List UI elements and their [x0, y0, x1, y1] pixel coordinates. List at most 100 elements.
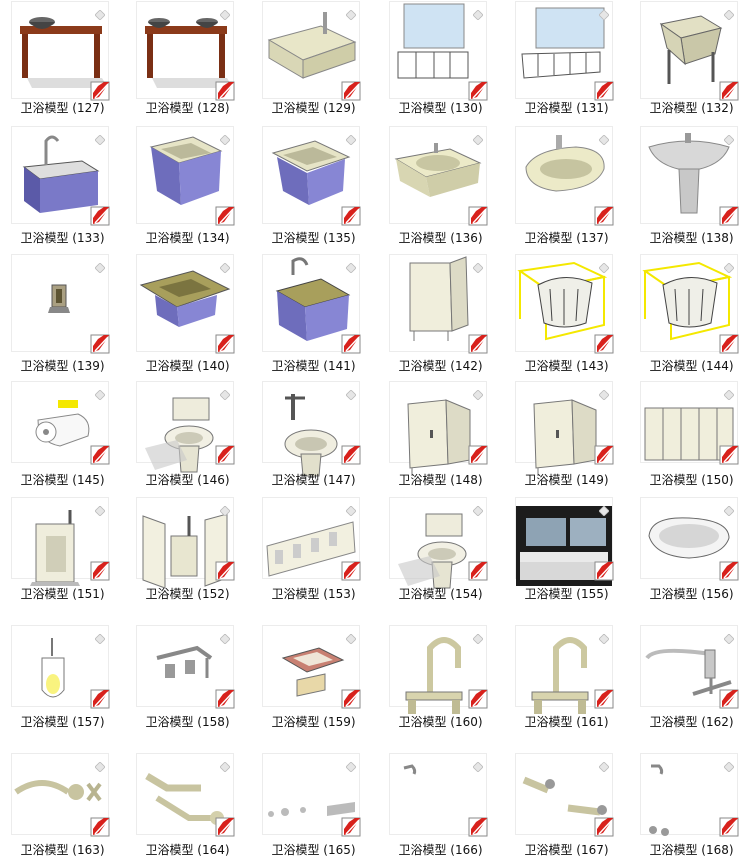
sketchup-corner-icon	[345, 501, 357, 517]
file-thumbnail[interactable]	[263, 255, 361, 354]
file-thumbnail[interactable]	[641, 382, 739, 465]
sketchup-file-icon	[215, 560, 237, 582]
file-item[interactable]: 卫浴模型 (167)	[504, 0, 629, 857]
file-item[interactable]: 卫浴模型 (135)	[251, 0, 376, 245]
file-thumbnail[interactable]	[390, 127, 488, 226]
sketchup-corner-icon	[219, 757, 231, 773]
file-thumbnail[interactable]	[641, 127, 739, 226]
file-item[interactable]: 卫浴模型 (165)	[251, 0, 376, 857]
file-item[interactable]: 卫浴模型 (151)	[0, 0, 125, 601]
file-item[interactable]: 卫浴模型 (142)	[378, 0, 503, 373]
file-item[interactable]: 卫浴模型 (158)	[125, 0, 250, 729]
file-item[interactable]: 卫浴模型 (145)	[0, 0, 125, 487]
file-thumbnail[interactable]	[516, 498, 614, 586]
file-item[interactable]: 卫浴模型 (131)	[504, 0, 629, 125]
file-item[interactable]: 卫浴模型 (156)	[629, 0, 750, 601]
file-item[interactable]: 卫浴模型 (168)	[629, 0, 750, 857]
file-item[interactable]: 卫浴模型 (134)	[125, 0, 250, 245]
sketchup-file-icon	[594, 333, 616, 355]
file-thumbnail[interactable]	[390, 498, 488, 589]
file-item[interactable]: 卫浴模型 (161)	[504, 0, 629, 729]
file-item[interactable]: 卫浴模型 (162)	[629, 0, 750, 729]
file-thumbnail[interactable]	[137, 754, 235, 837]
file-item[interactable]: 卫浴模型 (150)	[629, 0, 750, 487]
sketchup-file-icon	[341, 816, 363, 838]
file-item[interactable]: 卫浴模型 (146)	[125, 0, 250, 487]
file-thumbnail[interactable]	[390, 626, 488, 714]
file-item[interactable]: 卫浴模型 (128)	[125, 0, 250, 125]
file-item[interactable]: 卫浴模型 (164)	[125, 0, 250, 857]
file-thumbnail[interactable]	[263, 2, 361, 101]
sketchup-file-icon	[90, 205, 112, 227]
file-thumbnail[interactable]	[12, 754, 110, 837]
file-item[interactable]: 卫浴模型 (157)	[0, 0, 125, 729]
file-item[interactable]: 卫浴模型 (148)	[378, 0, 503, 487]
file-item[interactable]: 卫浴模型 (127)	[0, 0, 125, 125]
file-thumbnail[interactable]	[516, 382, 614, 476]
file-thumbnail[interactable]	[263, 127, 361, 226]
sketchup-corner-icon	[472, 130, 484, 146]
file-thumbnail[interactable]	[516, 754, 614, 837]
file-item[interactable]: 卫浴模型 (137)	[504, 0, 629, 245]
file-thumbnail[interactable]	[12, 2, 110, 101]
file-item[interactable]: 卫浴模型 (138)	[629, 0, 750, 245]
file-thumbnail[interactable]	[641, 498, 739, 581]
file-thumbnail[interactable]	[12, 127, 110, 226]
file-item[interactable]: 卫浴模型 (153)	[251, 0, 376, 601]
file-name-label: 卫浴模型 (156)	[649, 587, 734, 601]
file-thumbnail[interactable]	[263, 754, 361, 837]
file-item[interactable]: 卫浴模型 (132)	[629, 0, 750, 125]
file-item[interactable]: 卫浴模型 (155)	[504, 0, 629, 601]
lavatory-sink-icon	[394, 143, 482, 197]
file-item[interactable]: 卫浴模型 (136)	[378, 0, 503, 245]
file-name-label: 卫浴模型 (147)	[271, 473, 356, 487]
file-thumbnail[interactable]	[12, 498, 110, 586]
file-thumbnail[interactable]	[137, 498, 235, 589]
file-thumbnail[interactable]	[641, 626, 739, 709]
file-item[interactable]: 卫浴模型 (143)	[504, 0, 629, 373]
file-thumbnail[interactable]	[137, 127, 235, 226]
file-item[interactable]: 卫浴模型 (140)	[125, 0, 250, 373]
file-item[interactable]: 卫浴模型 (163)	[0, 0, 125, 857]
file-thumbnail[interactable]	[390, 754, 488, 837]
utility-tub-icon	[659, 15, 723, 84]
vanity-console-sink-icon	[20, 17, 108, 88]
sketchup-corner-icon	[345, 629, 357, 645]
file-thumbnail[interactable]	[641, 255, 739, 354]
file-item[interactable]: 卫浴模型 (149)	[504, 0, 629, 487]
file-item[interactable]: 卫浴模型 (154)	[378, 0, 503, 601]
file-thumbnail[interactable]	[641, 754, 739, 837]
file-thumbnail[interactable]	[263, 626, 361, 709]
pedestal-sink-icon	[648, 133, 730, 214]
file-thumbnail[interactable]	[12, 626, 110, 709]
file-thumbnail[interactable]	[516, 127, 614, 226]
file-item[interactable]: 卫浴模型 (160)	[378, 0, 503, 729]
file-thumbnail[interactable]	[390, 2, 488, 101]
file-thumbnail[interactable]	[137, 382, 235, 473]
file-thumbnail[interactable]	[263, 382, 361, 477]
file-item[interactable]: 卫浴模型 (130)	[378, 0, 503, 125]
file-item[interactable]: 卫浴模型 (133)	[0, 0, 125, 245]
file-thumbnail[interactable]	[516, 626, 614, 714]
file-thumbnail[interactable]	[516, 2, 614, 101]
file-thumbnail[interactable]	[137, 2, 235, 101]
sketchup-corner-icon	[723, 757, 735, 773]
file-thumbnail[interactable]	[390, 255, 488, 354]
file-item[interactable]: 卫浴模型 (129)	[251, 0, 376, 125]
file-thumbnail[interactable]	[263, 498, 361, 581]
file-item[interactable]: 卫浴模型 (144)	[629, 0, 750, 373]
file-thumbnail[interactable]	[12, 255, 110, 354]
file-item[interactable]: 卫浴模型 (141)	[251, 0, 376, 373]
file-thumbnail[interactable]	[390, 382, 488, 476]
file-item[interactable]: 卫浴模型 (139)	[0, 0, 125, 373]
file-thumbnail[interactable]	[137, 255, 235, 354]
file-thumbnail[interactable]	[641, 2, 739, 101]
file-thumbnail[interactable]	[516, 255, 614, 354]
file-thumbnail[interactable]	[12, 382, 110, 465]
sketchup-file-icon	[594, 205, 616, 227]
file-thumbnail[interactable]	[137, 626, 235, 709]
file-item[interactable]: 卫浴模型 (152)	[125, 0, 250, 601]
file-item[interactable]: 卫浴模型 (166)	[378, 0, 503, 857]
file-item[interactable]: 卫浴模型 (159)	[251, 0, 376, 729]
file-item[interactable]: 卫浴模型 (147)	[251, 0, 376, 487]
